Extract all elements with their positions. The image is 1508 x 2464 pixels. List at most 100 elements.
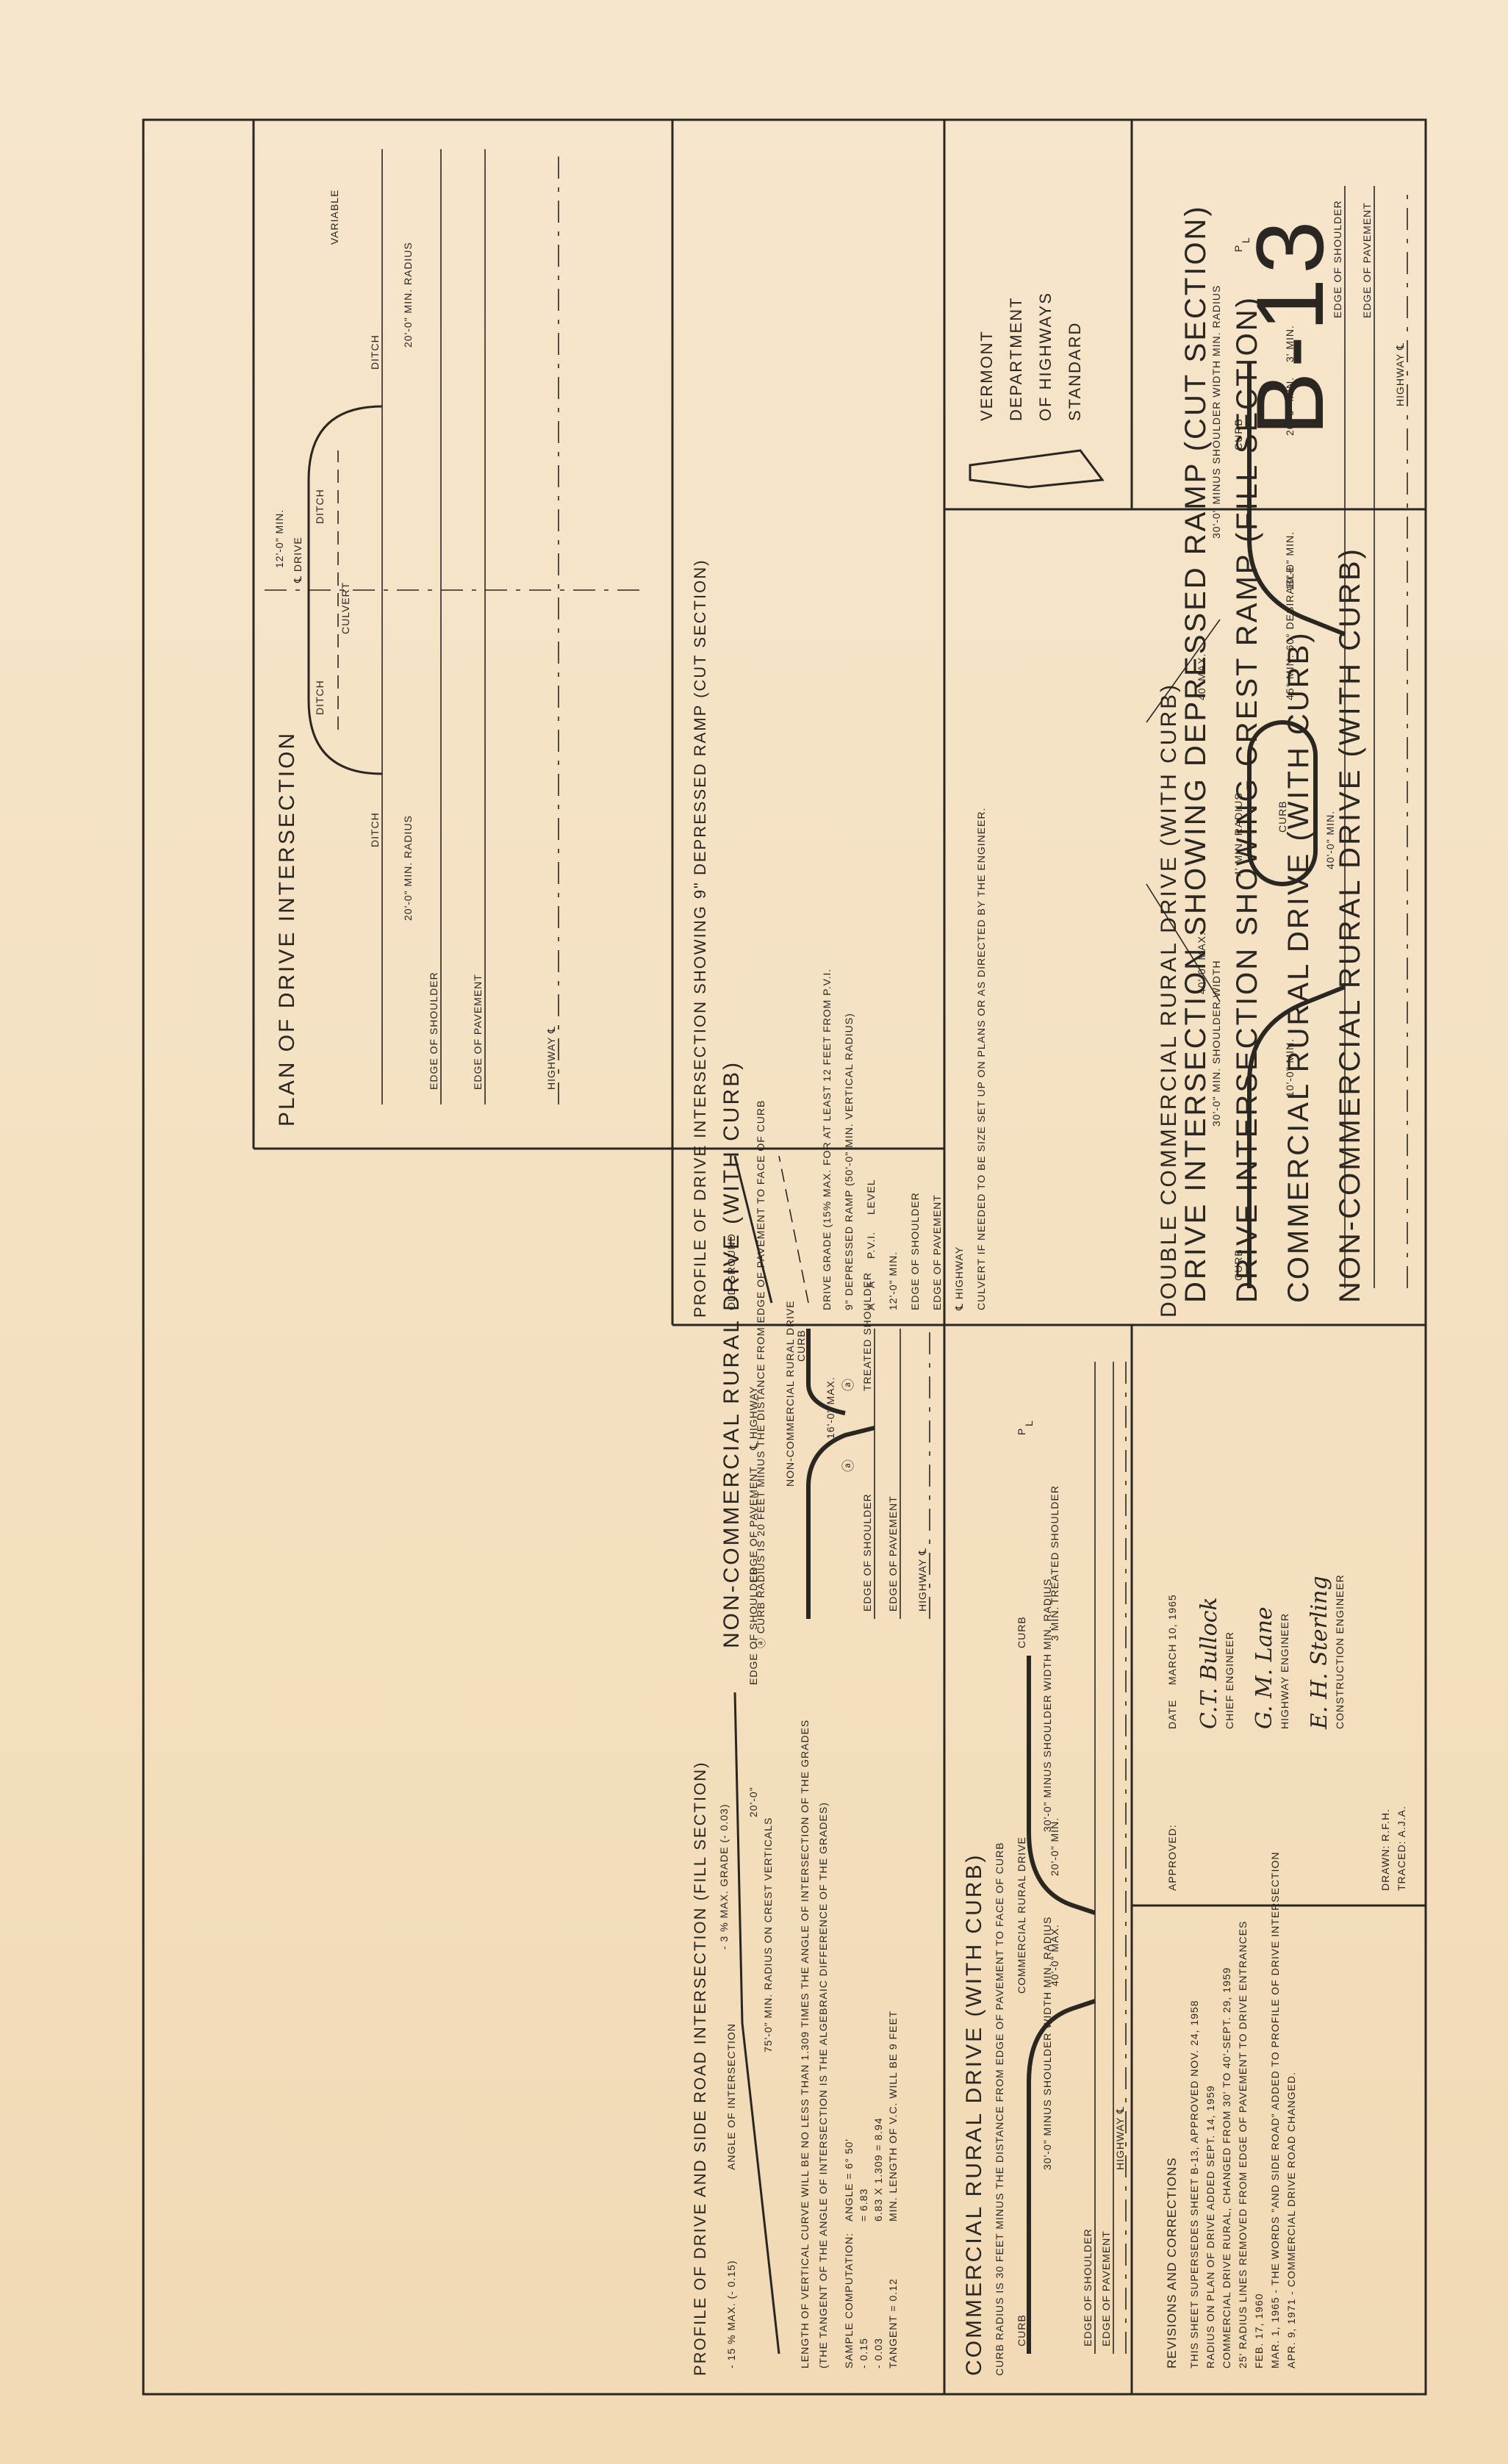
panel-title-non-commercial: NON-COMMERCIAL RURAL DRIVE (WITH CURB) (719, 1060, 744, 1648)
agency-line2: OF HIGHWAYS (1036, 292, 1055, 421)
revision-line-3: 25' RADIUS LINES REMOVED FROM EDGE OF PA… (1237, 1921, 1249, 2368)
c-label-highway: HIGHWAY ℄ (1114, 2106, 1126, 2170)
label-40-max-2: 40' MAX. (1196, 653, 1207, 700)
signature-construction: E. H. Sterling (1307, 1576, 1332, 1730)
pf-label-15: - 15 % MAX. (- 0.15) (725, 2260, 737, 2368)
approved-label: APPROVED: (1166, 1824, 1178, 1891)
panel-title-profile-fill: PROFILE OF DRIVE AND SIDE ROAD INTERSECT… (691, 1761, 709, 2376)
nc-curb-right (806, 1329, 846, 1415)
label-12-min: 12'-0" MIN. (273, 509, 285, 568)
pf-grade-2 (733, 1692, 744, 2024)
label-40-max: 40'-0" MAX. (1196, 932, 1207, 994)
pd-label-a2: A (865, 1281, 877, 1288)
sheet-title-2: COMMERCIAL RURAL DRIVE (WITH CURB) (1282, 631, 1315, 1303)
pf-comp-2: - 0.03 (872, 2338, 884, 2368)
label-20-min: 20'-0" MIN. (1284, 377, 1296, 436)
pf-note-1: LENGTH OF VERTICAL CURVE WILL BE NO LESS… (799, 1720, 811, 2368)
sheet-title-3: NON-COMMERCIAL RURAL DRIVE (WITH CURB) (1334, 547, 1366, 1303)
panel-profile-depressed: PROFILE OF DRIVE INTERSECTION SHOWING 9"… (691, 559, 987, 1318)
nc-label-a1: ⓐ (841, 1459, 855, 1472)
nc-label-shoulder: EDGE OF SHOULDER (861, 1493, 873, 1612)
pd-label-level: LEVEL (865, 1179, 877, 1215)
c-label-l: L (1023, 1420, 1035, 1426)
outer-border (142, 118, 1427, 2396)
c-label-shoulder: EDGE OF SHOULDER (1082, 2228, 1094, 2346)
label-culvert: CULVERT (340, 582, 351, 634)
panel-title-commercial: COMMERCIAL RURAL DRIVE (WITH CURB) (962, 1853, 986, 2376)
c-label-drive: COMMERCIAL RURAL DRIVE (1016, 1836, 1027, 1994)
label-ditch-2: DITCH (314, 489, 326, 524)
c-label-radius-1: 30'-0" MINUS SHOULDER WIDTH MIN. RADIUS (1041, 1917, 1053, 2170)
traced-by: TRACED: A.J.A. (1396, 1806, 1407, 1891)
c-label-p: P (1016, 1428, 1027, 1435)
c-label-20-min: 20'-0" MIN. (1049, 1817, 1060, 1876)
panel-title-profile-depressed: PROFILE OF DRIVE INTERSECTION SHOWING 9"… (691, 559, 709, 1318)
vermont-state-outline (969, 449, 1105, 489)
label-4-radius: 4' MIN. RADIUS (1232, 792, 1244, 877)
date-label: DATE (1166, 1700, 1178, 1729)
label-angle: 45° MIN. 60° DESIRABLE (1284, 565, 1296, 700)
agency-line3: STANDARD (1066, 322, 1084, 421)
label-plan-shoulder: EDGE OF SHOULDER (428, 971, 439, 1090)
c-label-3-min: 3 MIN. (1049, 1606, 1060, 1641)
pd-label-highway: ℄ HIGHWAY (953, 1246, 965, 1311)
label-40-min: 40'-0" MIN. (1324, 811, 1336, 869)
sheet-title-1: DRIVE INTERSECTION SHOWING CREST RAMP (F… (1231, 295, 1263, 1303)
panel-non-commercial: NON-COMMERCIAL RURAL DRIVE (WITH CURB) ⓐ… (719, 1060, 930, 1648)
nc-label-highway: HIGHWAY ℄ (916, 1548, 928, 1612)
label-10-min-2: 10'-0" MIN. (1284, 531, 1296, 590)
revision-line-2: COMMERCIAL DRIVE RURAL, CHANGED FROM 30'… (1221, 1967, 1232, 2368)
c-curb-right (1027, 1656, 1096, 1915)
signature-chief: C.T. Bullock (1196, 1597, 1222, 1729)
c-curb-left (1027, 1999, 1096, 2354)
label-edge-pavement: EDGE OF PAVEMENT (1361, 202, 1373, 318)
label-3-min: 3' MIN. (1284, 325, 1296, 362)
pf-comp-0: SAMPLE COMPUTATION: (843, 2233, 855, 2368)
curb-line-left (1247, 985, 1346, 1288)
revision-line-5: MAR. 1, 1965 - THE WORDS "AND SIDE ROAD"… (1269, 1852, 1281, 2369)
dim-line-2 (1146, 619, 1221, 723)
non-commercial-note: ⓐ CURB RADIUS IS 20 FEET MINUS THE DISTA… (755, 1100, 766, 1648)
label-shoulder-width: 30'-0" MIN. SHOULDER WIDTH (1210, 960, 1222, 1127)
pf-label-3: - 3 % MAX. GRADE (- 0.03) (718, 1804, 730, 1950)
pf-note-2: (THE TANGENT OF THE ANGLE OF INTERSECTIO… (817, 1802, 829, 2368)
label-10-min: 10'-0" MIN. (1284, 1038, 1296, 1097)
nc-curb-left (806, 1426, 875, 1619)
nc-label-a2: ⓐ (841, 1378, 855, 1391)
label-l: L (1240, 237, 1252, 243)
pd-label-pavement: EDGE OF PAVEMENT (931, 1194, 943, 1310)
pf-comp-7: MIN. LENGTH OF V.C. WILL BE 9 FEET (887, 2011, 899, 2221)
panel-plan-drive: PLAN OF DRIVE INTERSECTION DITCH DITCH D… (265, 149, 647, 1127)
pd-label-a1: A (865, 1303, 877, 1310)
pf-comp-4: ANGLE = 6° 50' (843, 2138, 855, 2221)
label-variable: VARIABLE (328, 190, 340, 245)
pf-label-angle: ANGLE OF INTERSECTION (725, 2023, 737, 2170)
panel-title-double-commercial: DOUBLE COMMERCIAL RURAL DRIVE (WITH CURB… (1157, 683, 1181, 1318)
pf-label-shoulder: EDGE OF SHOULDER (747, 1567, 759, 1685)
date-value: MARCH 10, 1965 (1166, 1594, 1178, 1685)
label-ditch-3: DITCH (369, 812, 381, 847)
drawn-by: DRAWN: R.F.H. (1379, 1809, 1391, 1891)
pf-comp-1: - 0.15 (858, 2338, 869, 2368)
title-block: REVISIONS AND CORRECTIONS THIS SHEET SUP… (944, 120, 1426, 2368)
panel-commercial: COMMERCIAL RURAL DRIVE (WITH CURB) CURB … (962, 1362, 1127, 2376)
label-edge-shoulder: EDGE OF SHOULDER (1332, 200, 1343, 318)
pd-label-shoulder: EDGE OF SHOULDER (909, 1192, 921, 1310)
label-20-radius-1: 20'-0" MIN. RADIUS (402, 815, 414, 921)
label-ditch-1: DITCH (314, 680, 326, 715)
signature-highway: G. M. Lane (1252, 1606, 1277, 1729)
c-label-radius-2: 30'-0" MINUS SHOULDER WIDTH MIN. RADIUS (1041, 1578, 1053, 1832)
label-highway-cl: HIGHWAY ℄ (1394, 342, 1406, 406)
label-plan-pavement: EDGE OF PAVEMENT (472, 974, 484, 1090)
agency-state: VERMONT (977, 330, 996, 421)
sheet-number: B-13 (1236, 216, 1343, 436)
drive-grade-line (733, 1155, 773, 1304)
nc-label-16-max: 16'-0" MAX. (825, 1376, 836, 1439)
nc-label-drive: NON-COMMERCIAL RURAL DRIVE (784, 1300, 796, 1487)
pd-label-culvert: CULVERT IF NEEDED TO BE SIZE SET UP ON P… (975, 808, 987, 1310)
pd-label-12-min: 12'-0" MIN. (887, 1251, 899, 1310)
center-island (1247, 720, 1318, 886)
sheet-title-0: DRIVE INTERSECTION SHOWING DEPRESSED RAM… (1180, 204, 1212, 1303)
